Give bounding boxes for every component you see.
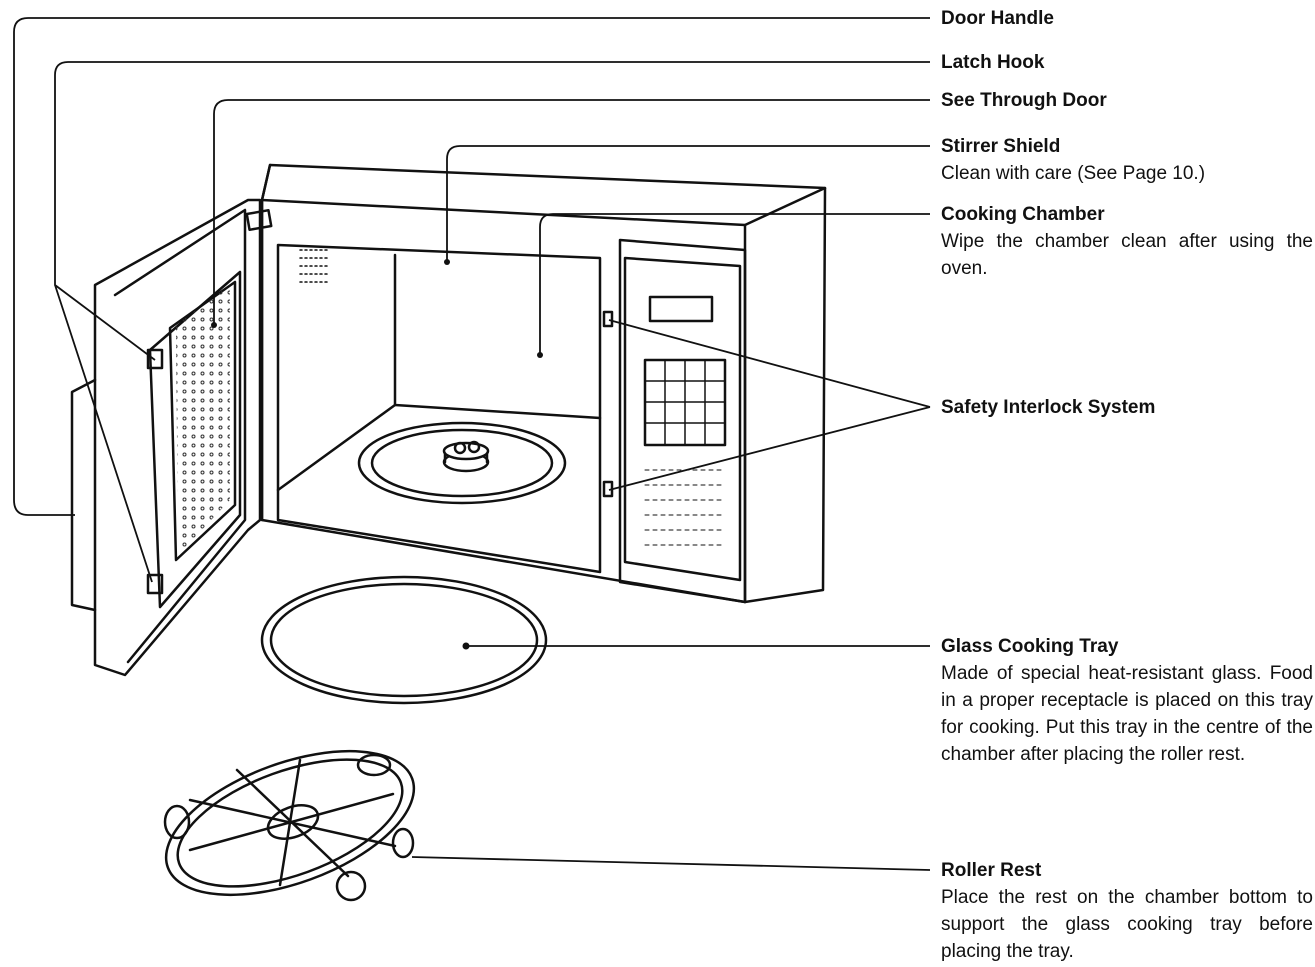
label-stirrer-shield: Stirrer Shield Clean with care (See Page… xyxy=(941,133,1313,187)
cooking-chamber xyxy=(276,243,602,574)
door-handle-title: Door Handle xyxy=(941,8,1054,29)
dot-stirrer-shield xyxy=(444,259,450,265)
latch-hook-upper xyxy=(146,348,164,370)
leader-lines xyxy=(13,17,931,871)
dot-cooking-chamber xyxy=(537,352,543,358)
dot-see-through-door xyxy=(211,322,217,328)
label-safety-interlock: Safety Interlock System xyxy=(941,394,1313,421)
latch-hook-title: Latch Hook xyxy=(941,52,1045,73)
leader-cooking-chamber xyxy=(539,213,930,355)
leader-dots xyxy=(211,259,543,650)
control-panel xyxy=(618,238,747,604)
roller-rest-title: Roller Rest xyxy=(941,860,1042,881)
leader-door-handle xyxy=(13,17,930,516)
glass-tray-title: Glass Cooking Tray xyxy=(941,636,1119,657)
leader-safety-interlock xyxy=(608,319,931,491)
label-see-through-door: See Through Door xyxy=(941,87,1313,114)
leader-roller-rest xyxy=(411,856,931,871)
label-latch-hook: Latch Hook xyxy=(941,49,1313,76)
safety-interlock-title: Safety Interlock System xyxy=(941,397,1156,418)
label-door-handle: Door Handle xyxy=(941,5,1313,32)
roller-rest xyxy=(163,749,416,902)
interlock-slot-upper xyxy=(602,310,614,328)
leader-latch-hook xyxy=(54,61,930,583)
glass-tray-desc: Made of special heat-resistant glass. Fo… xyxy=(941,663,1313,765)
roller-rest-desc: Place the rest on the chamber bottom to … xyxy=(941,887,1313,962)
latch-hook-lower xyxy=(146,573,164,595)
cooking-chamber-desc: Wipe the chamber clean after using the o… xyxy=(941,231,1313,279)
dot-glass-tray xyxy=(462,642,470,650)
label-cooking-chamber: Cooking Chamber Wipe the chamber clean a… xyxy=(941,201,1313,282)
turntable-hub xyxy=(442,440,490,473)
door-handle xyxy=(70,378,97,612)
leader-see-through-door xyxy=(213,99,930,325)
leader-stirrer-shield xyxy=(446,145,930,262)
glass-tray xyxy=(260,575,548,705)
label-glass-tray: Glass Cooking Tray Made of special heat-… xyxy=(941,633,1313,768)
stirrer-shield-title: Stirrer Shield xyxy=(941,136,1061,157)
label-roller-rest: Roller Rest Place the rest on the chambe… xyxy=(941,857,1313,965)
see-through-door-title: See Through Door xyxy=(941,90,1107,111)
stirrer-shield-desc: Clean with care (See Page 10.) xyxy=(941,163,1206,184)
door-mesh xyxy=(176,285,230,555)
cooking-chamber-title: Cooking Chamber xyxy=(941,204,1105,225)
